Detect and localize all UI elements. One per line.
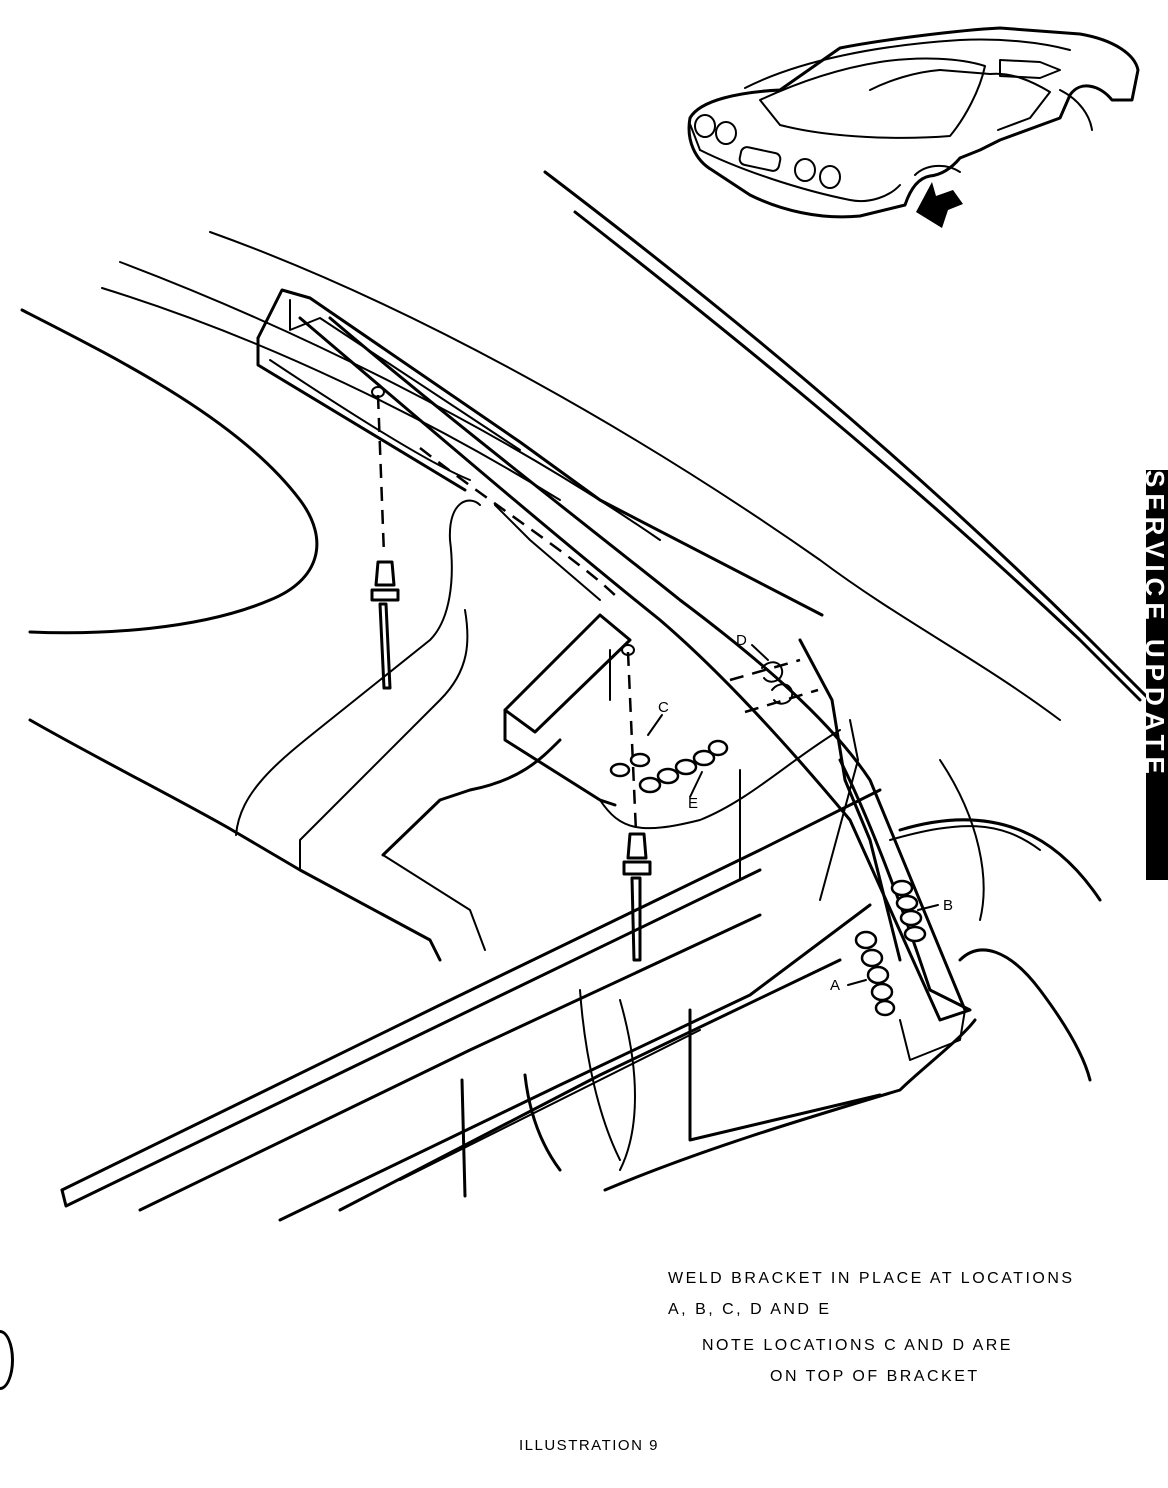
location-arrow-icon	[916, 182, 963, 228]
car-inset	[687, 26, 1140, 228]
note-line-1: NOTE LOCATIONS C AND D ARE	[702, 1337, 1013, 1354]
weld-c	[609, 752, 651, 778]
callout-label-e: E	[688, 795, 698, 812]
weld-a	[854, 930, 896, 1017]
upper-channel	[256, 288, 824, 617]
inner-structure	[381, 613, 841, 951]
rocker-rails	[60, 788, 882, 1222]
weld-d	[761, 661, 794, 705]
callouts: A B C D E	[647, 632, 953, 994]
body-surface-left	[20, 308, 601, 962]
note-line-2: ON TOP OF BRACKET	[770, 1368, 980, 1385]
outer-panel-lines	[101, 170, 1157, 721]
weld-beads	[609, 661, 927, 1017]
instruction-line-1: WELD BRACKET IN PLACE AT LOCATIONS	[668, 1270, 1075, 1287]
side-band-text: SERVICE UPDATE	[1144, 470, 1168, 780]
side-band: SERVICE UPDATE	[1144, 470, 1168, 880]
callout-label-d: D	[736, 632, 747, 649]
illustration-caption: ILLUSTRATION 9	[519, 1437, 659, 1454]
rivets	[370, 386, 652, 962]
callout-label-a: A	[830, 977, 840, 994]
instruction-line-2: A, B, C, D AND E	[668, 1301, 832, 1318]
weld-b	[890, 879, 927, 943]
callout-label-b: B	[943, 897, 953, 914]
callout-label-c: C	[658, 699, 669, 716]
wheel-well	[460, 719, 1102, 1198]
weld-e	[638, 739, 729, 794]
